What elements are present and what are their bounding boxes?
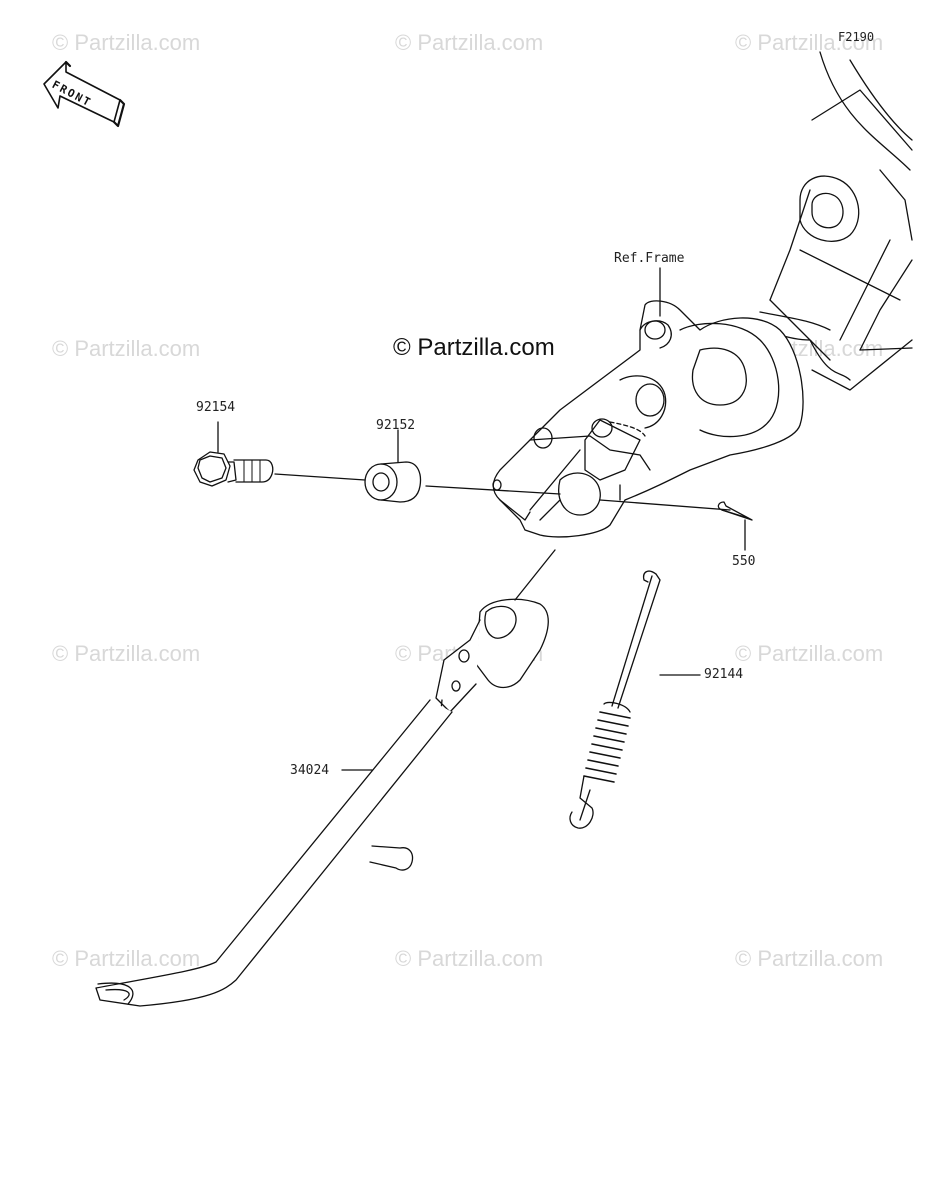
watermark: © Partzilla.com — [52, 641, 201, 666]
part-number-collar[interactable]: 92152 — [376, 418, 416, 433]
watermark: © Partzilla.com — [52, 946, 201, 971]
watermark: © Partzilla.com — [52, 30, 201, 55]
ref-frame-label: Ref.Frame — [614, 251, 685, 266]
watermark: © Partzilla.com — [735, 30, 884, 55]
part-number-bolt[interactable]: 92154 — [196, 400, 236, 415]
front-arrow-icon — [43, 60, 126, 128]
figure-code: F2190 — [838, 30, 875, 44]
watermark: © Partzilla.com — [395, 946, 544, 971]
part-number-cotter-pin[interactable]: 550 — [732, 554, 756, 569]
spring-part — [569, 570, 661, 829]
bolt-part — [193, 451, 274, 487]
watermark: © Partzilla.com — [735, 641, 884, 666]
part-number-side-stand[interactable]: 34024 — [290, 763, 330, 778]
part-number-spring[interactable]: 92144 — [704, 667, 744, 682]
side-stand-part — [95, 598, 549, 1007]
cotter-pin-part — [717, 501, 753, 521]
watermark: © Partzilla.com — [395, 30, 544, 55]
center-watermark: © Partzilla.com — [393, 334, 555, 361]
watermark: © Partzilla.com — [52, 336, 201, 361]
watermark: © Partzilla.com — [735, 946, 884, 971]
collar-part — [364, 461, 422, 503]
frame-reference — [492, 51, 913, 538]
